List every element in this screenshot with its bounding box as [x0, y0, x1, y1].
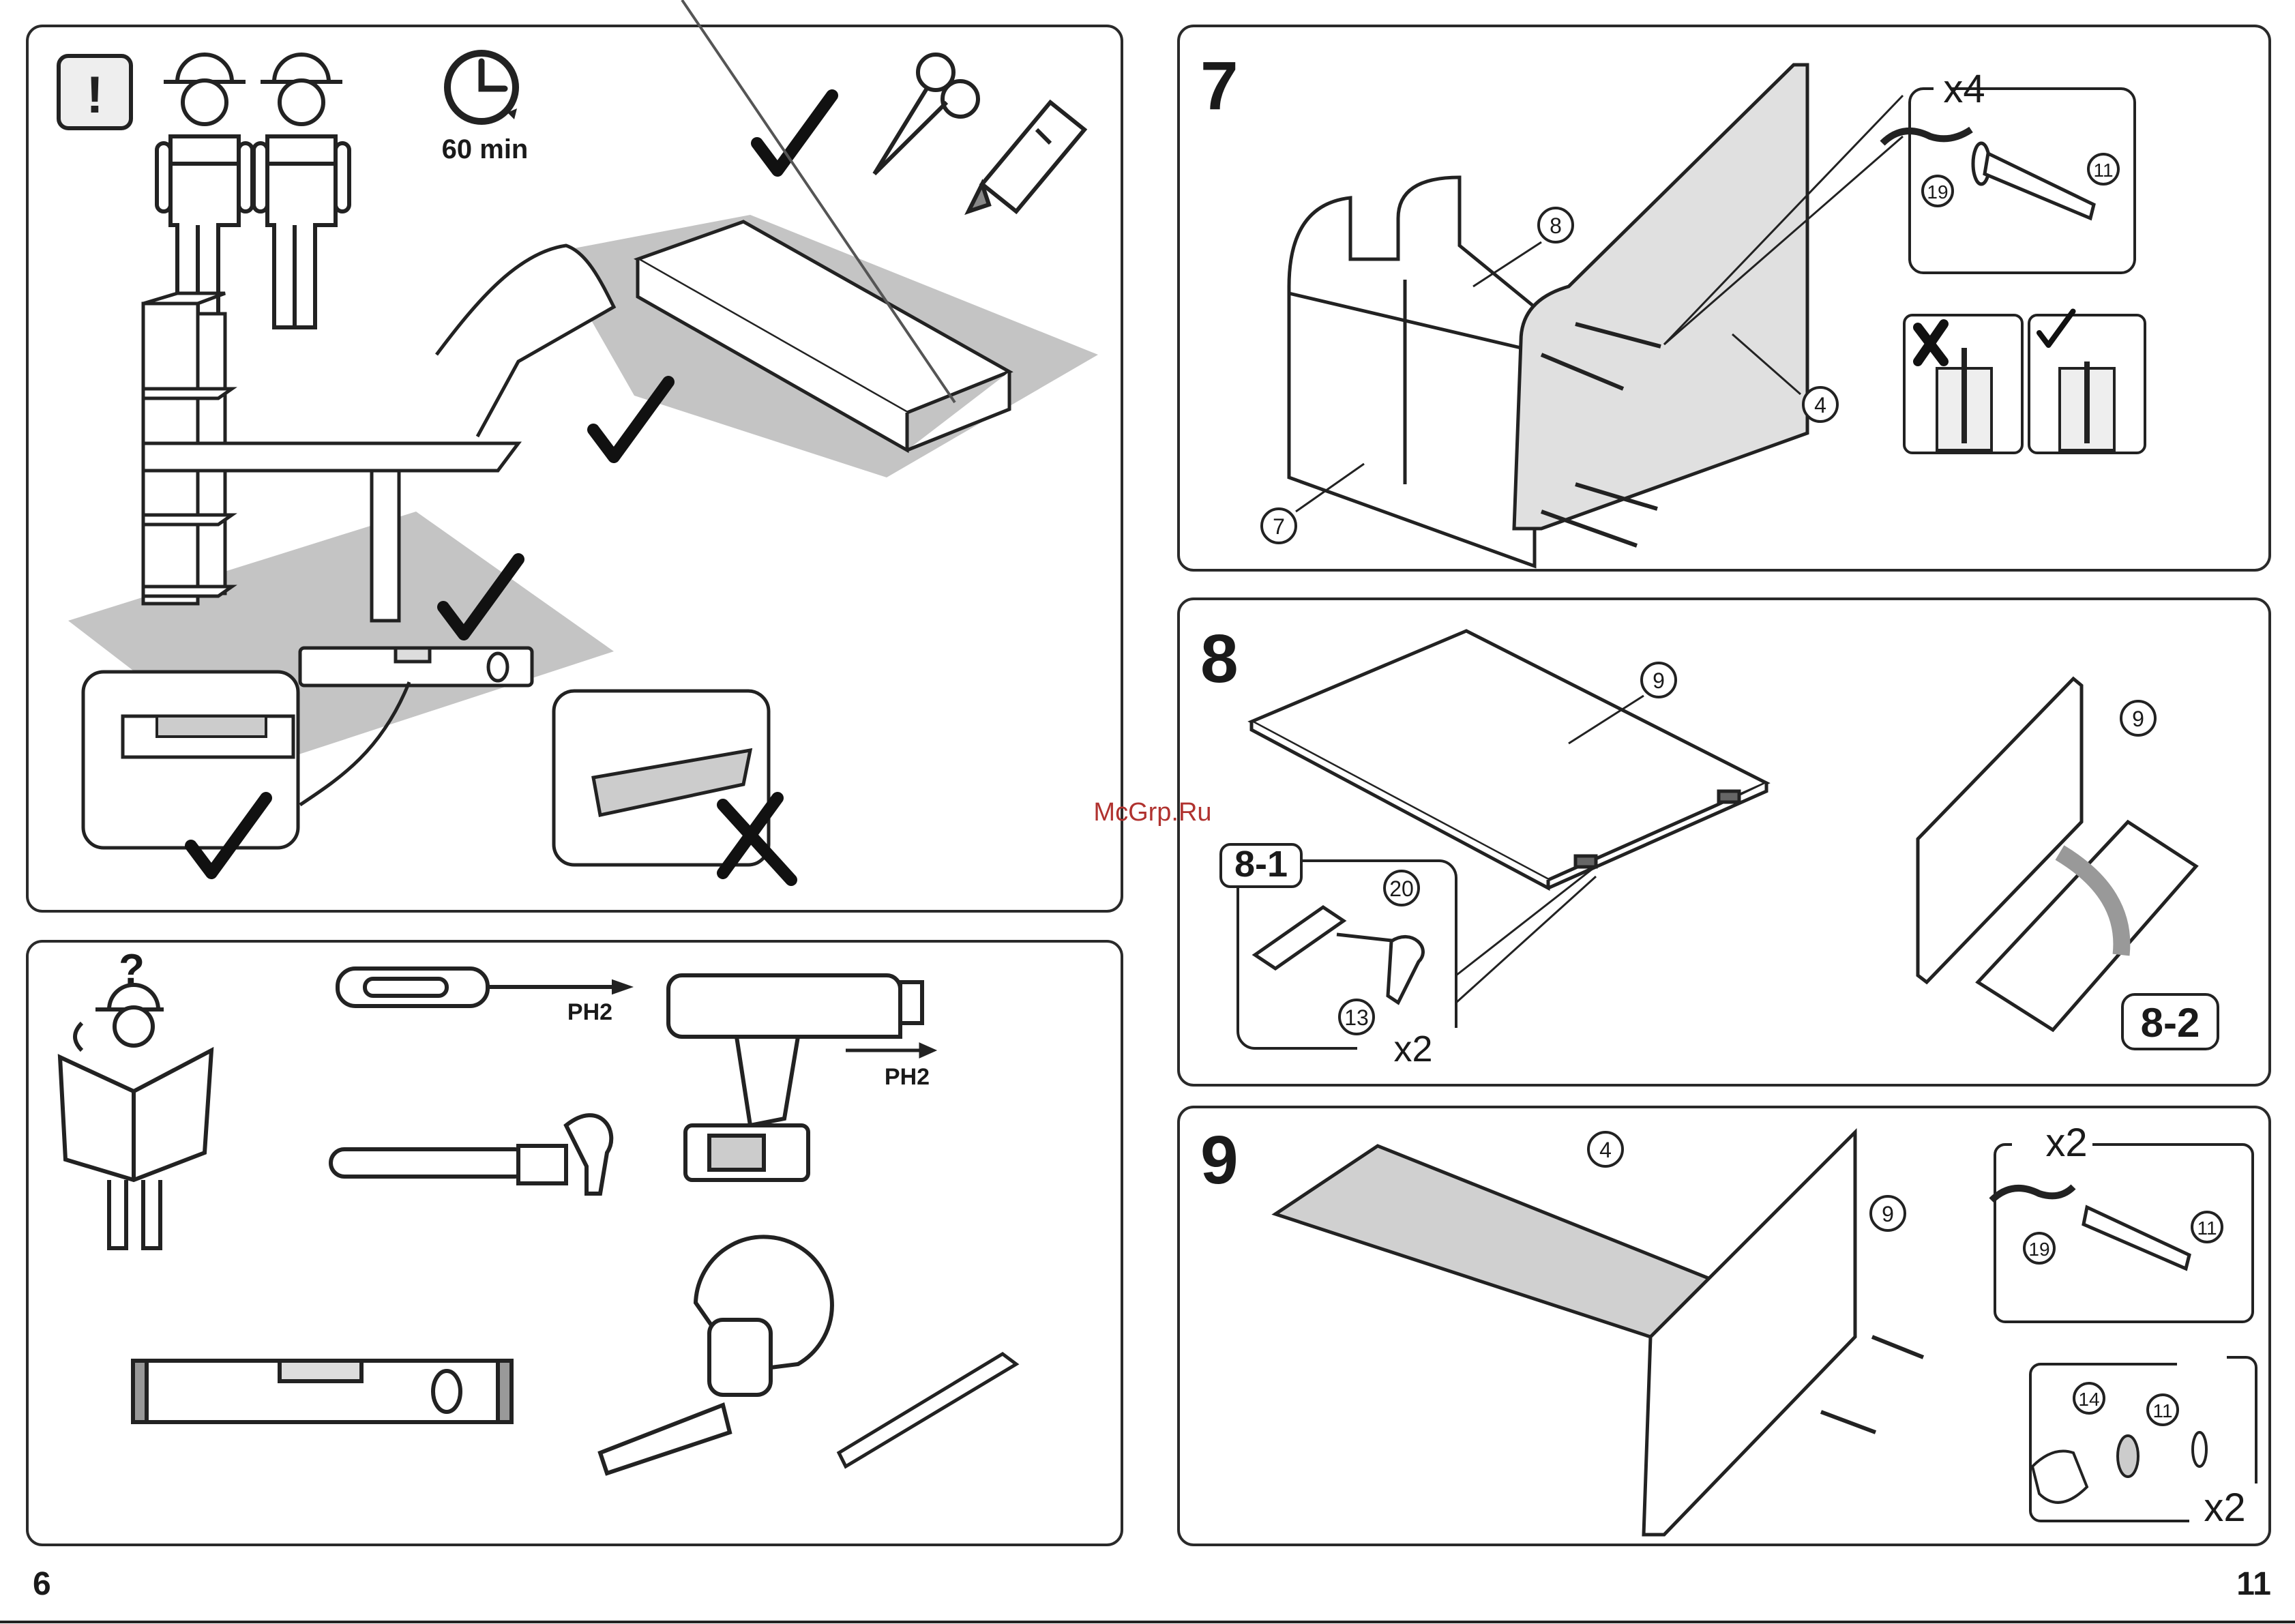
- level-zoom-incorrect: [554, 691, 769, 865]
- step-7-quantity: x4: [1943, 67, 1985, 111]
- panel-step-8: 8 9 8-1 x2 20 13: [1179, 599, 2270, 1085]
- step-8-quantity: x2: [1393, 1029, 1432, 1069]
- svg-text:9: 9: [2132, 707, 2144, 731]
- part-callout-9: 9: [2121, 701, 2155, 735]
- panel-step-7: 7 8 4 7: [1179, 26, 2270, 570]
- spirit-level-tool-icon: [133, 1361, 512, 1422]
- screw-depth-wrong: [1904, 315, 2022, 453]
- panel-preparation: ! 60 min: [27, 0, 1122, 911]
- svg-text:9: 9: [1653, 668, 1665, 693]
- part-callout-4: 4: [1588, 1132, 1623, 1166]
- screw-depth-correct: [2029, 312, 2145, 454]
- svg-text:4: 4: [1814, 393, 1826, 417]
- part-callout-11: 11: [2197, 1217, 2217, 1239]
- screwdriver-label: PH2: [567, 999, 612, 1025]
- drill-bit-label: PH2: [885, 1064, 930, 1090]
- step-number: 8: [1200, 621, 1239, 697]
- part-callout-14: 14: [2078, 1389, 2099, 1410]
- step-9-quantity-bottom: x2: [2204, 1486, 2245, 1530]
- part-callout-9: 9: [1871, 1196, 1905, 1230]
- part-callout-11: 11: [2093, 160, 2113, 181]
- part-callout-9: 9: [1642, 663, 1676, 697]
- svg-text:9: 9: [1882, 1202, 1894, 1226]
- part-callout-13: 13: [1344, 1005, 1369, 1030]
- watermark: McGrp.Ru: [1093, 798, 1211, 827]
- part-callout-20: 20: [1389, 876, 1414, 901]
- panel-tools: ? PH2 PH2: [27, 941, 1122, 1545]
- substep-8-2: 8-2: [2141, 1000, 2200, 1046]
- part-callout-19: 19: [1927, 181, 1948, 203]
- part-callout-11: 11: [2152, 1400, 2172, 1421]
- step-number: 7: [1200, 48, 1239, 124]
- substep-8-1: 8-1: [1234, 844, 1288, 885]
- part-callout-4: 4: [1803, 387, 1837, 422]
- svg-text:4: 4: [1599, 1138, 1612, 1162]
- svg-text:8: 8: [1550, 213, 1562, 238]
- part-callout-8: 8: [1539, 208, 1573, 242]
- svg-text:7: 7: [1273, 514, 1285, 539]
- clock-icon: [447, 53, 517, 121]
- page-number-right: 11: [2236, 1566, 2271, 1602]
- step-9-quantity-top: x2: [2045, 1121, 2087, 1165]
- part-callout-19: 19: [2028, 1239, 2049, 1260]
- part-callout-7: 7: [1262, 509, 1296, 543]
- detail-8-2: 8-2: [2122, 994, 2218, 1049]
- assembly-time: 60 min: [442, 134, 529, 164]
- spirit-level-icon: [300, 648, 532, 685]
- step-number: 9: [1200, 1122, 1239, 1198]
- warning-symbol: !: [86, 66, 103, 124]
- warning-icon: !: [59, 56, 131, 128]
- page-number-left: 6: [33, 1566, 51, 1602]
- panel-step-9: 9 4 9 x2 19 11 x2: [1179, 1107, 2270, 1545]
